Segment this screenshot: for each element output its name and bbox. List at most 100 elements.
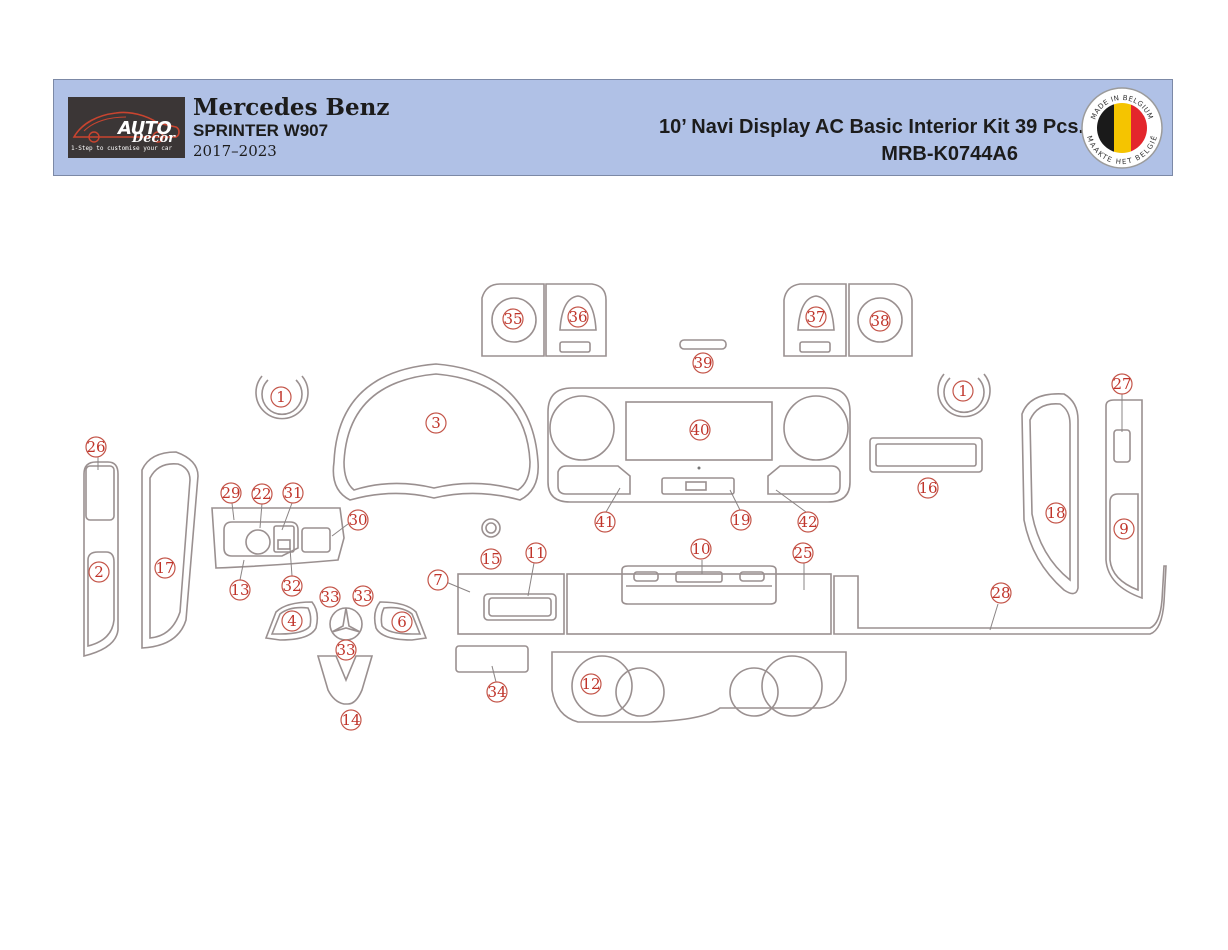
part-17-door-trim xyxy=(141,451,199,649)
part-label-4: 4 xyxy=(281,610,303,632)
part-label-31: 31 xyxy=(282,482,304,504)
part-16-trim xyxy=(869,437,983,473)
svg-text:10: 10 xyxy=(691,540,710,558)
part-18-door-trim xyxy=(1021,393,1079,595)
svg-text:27: 27 xyxy=(1112,375,1131,393)
svg-text:1: 1 xyxy=(276,388,286,406)
part-3-cluster-frame xyxy=(332,363,539,501)
svg-text:22: 22 xyxy=(252,485,271,503)
svg-text:36: 36 xyxy=(568,308,587,326)
part-7-11-console xyxy=(457,573,565,635)
part-label-1-right: 1 xyxy=(952,380,974,402)
leader-lines xyxy=(97,394,1123,683)
svg-text:29: 29 xyxy=(221,484,240,502)
part-label-35: 35 xyxy=(502,308,524,330)
svg-text:39: 39 xyxy=(693,354,712,372)
svg-text:2: 2 xyxy=(94,563,104,581)
part-34-trim xyxy=(455,645,529,673)
part-label-11: 11 xyxy=(525,542,547,564)
part-label-13: 13 xyxy=(229,579,251,601)
svg-text:25: 25 xyxy=(793,544,812,562)
part-38-vent xyxy=(848,283,913,357)
part-labels: 35 36 37 38 39 1 1 3 40 27 26 16 29 22 3… xyxy=(85,306,1135,731)
part-label-36: 36 xyxy=(567,306,589,328)
part-27-9-door-strip xyxy=(1105,399,1143,600)
vehicle-make: Mercedes Benz xyxy=(193,94,390,121)
svg-text:32: 32 xyxy=(282,577,301,595)
part-label-7: 7 xyxy=(427,569,449,591)
part-29-switch-panel xyxy=(211,507,345,569)
part-label-29: 29 xyxy=(220,482,242,504)
part-15-knob xyxy=(481,518,501,538)
part-10-25-center-trim xyxy=(566,565,832,635)
logo-tagline: 1-Step to customise your car xyxy=(71,145,173,152)
part-33-star-emblem xyxy=(329,607,363,641)
part-label-39: 39 xyxy=(692,352,714,374)
part-label-10: 10 xyxy=(690,538,712,560)
part-label-28: 28 xyxy=(990,582,1012,604)
svg-text:3: 3 xyxy=(431,414,441,432)
part-label-18: 18 xyxy=(1045,502,1067,524)
header-banner: AUTO Decor 1-Step to customise your car … xyxy=(53,79,1173,176)
svg-text:38: 38 xyxy=(870,312,889,330)
svg-text:15: 15 xyxy=(481,550,500,568)
svg-text:12: 12 xyxy=(581,675,600,693)
svg-text:1: 1 xyxy=(958,382,968,400)
part-40-display-panel xyxy=(547,387,851,503)
part-label-25: 25 xyxy=(792,542,814,564)
svg-text:17: 17 xyxy=(155,559,174,577)
part-6-steering-trim xyxy=(373,601,428,641)
part-label-19: 19 xyxy=(730,509,752,531)
svg-text:11: 11 xyxy=(526,544,545,562)
part-39-strip xyxy=(679,339,727,350)
part-label-30: 30 xyxy=(347,509,369,531)
part-1-ring-left xyxy=(255,375,309,420)
kit-title: 10’ Navi Display AC Basic Interior Kit 3… xyxy=(659,116,1084,138)
part-label-6: 6 xyxy=(391,611,413,633)
kit-code: MRB-K0744A6 xyxy=(881,143,1018,165)
vehicle-model: SPRINTER W907 xyxy=(193,121,329,140)
svg-text:4: 4 xyxy=(287,612,297,630)
part-label-41: 41 xyxy=(594,511,616,533)
part-label-22: 22 xyxy=(251,483,273,505)
part-4-steering-trim xyxy=(264,601,319,641)
part-label-15: 15 xyxy=(480,548,502,570)
svg-text:33: 33 xyxy=(336,641,355,659)
svg-text:16: 16 xyxy=(918,479,937,497)
part-label-32: 32 xyxy=(281,575,303,597)
part-label-1-left: 1 xyxy=(270,386,292,408)
svg-text:30: 30 xyxy=(348,511,367,529)
svg-text:34: 34 xyxy=(487,683,506,701)
svg-text:18: 18 xyxy=(1046,504,1065,522)
svg-text:7: 7 xyxy=(433,571,443,589)
part-label-3: 3 xyxy=(425,412,447,434)
part-label-14: 14 xyxy=(340,709,362,731)
part-36-vent xyxy=(545,283,607,357)
part-label-27: 27 xyxy=(1111,373,1133,395)
part-label-17: 17 xyxy=(154,557,176,579)
svg-text:28: 28 xyxy=(991,584,1010,602)
part-label-9: 9 xyxy=(1113,518,1135,540)
part-37-vent xyxy=(783,283,847,357)
part-label-26: 26 xyxy=(85,436,107,458)
part-label-34: 34 xyxy=(486,681,508,703)
svg-text:6: 6 xyxy=(397,613,407,631)
part-35-vent xyxy=(481,283,545,357)
belgium-flag-icon xyxy=(1097,103,1147,153)
svg-text:13: 13 xyxy=(230,581,249,599)
part-label-40: 40 xyxy=(689,419,711,441)
part-label-2: 2 xyxy=(88,561,110,583)
svg-text:26: 26 xyxy=(86,438,105,456)
svg-text:33: 33 xyxy=(353,587,372,605)
part-label-33-right: 33 xyxy=(352,585,374,607)
part-26-2-door-strip xyxy=(83,461,119,658)
brand-logo: AUTO Decor 1-Step to customise your car xyxy=(68,97,185,158)
svg-text:14: 14 xyxy=(341,711,360,729)
part-label-42: 42 xyxy=(797,511,819,533)
part-label-33-center: 33 xyxy=(335,639,357,661)
svg-text:37: 37 xyxy=(806,308,825,326)
svg-text:31: 31 xyxy=(283,484,302,502)
car-silhouette-icon xyxy=(72,111,180,143)
part-1-ring-right xyxy=(937,373,991,418)
